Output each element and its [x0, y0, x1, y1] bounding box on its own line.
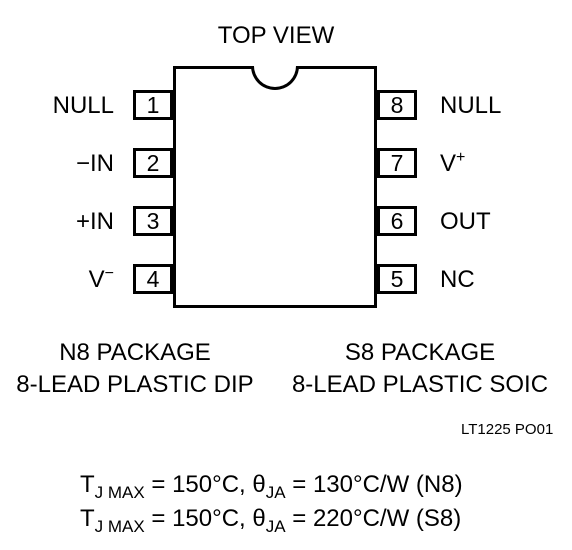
pin-5-box: 5: [377, 264, 417, 294]
pin-4-number: 4: [146, 265, 160, 292]
view-title: TOP VIEW: [217, 22, 335, 49]
pin-7-label-sup: +: [456, 149, 466, 166]
pin-7-number: 7: [390, 149, 404, 176]
thermal-n8-t-sub: J MAX: [94, 483, 145, 502]
s8-package-title: S8 PACKAGE: [344, 339, 496, 366]
thermal-n8-value: = 130°C/W (N8): [285, 471, 463, 498]
pin-3-label: +IN: [75, 208, 114, 235]
thermal-spec-s8: TJ MAX = 150°C, θJA = 220°C/W (S8): [80, 505, 462, 536]
thermal-s8-temp: = 150°C,: [144, 505, 253, 532]
pin-3-box: 3: [133, 206, 173, 236]
pin-2-label: −IN: [75, 150, 114, 177]
pin-4-label-sup: −: [104, 265, 114, 282]
thermal-n8-theta: θ: [252, 471, 266, 498]
n8-package-title: N8 PACKAGE: [59, 339, 211, 366]
pin-8-box: 8: [377, 90, 417, 120]
pin-7-label-text: V: [440, 150, 457, 177]
thermal-n8-theta-sub: JA: [265, 483, 286, 502]
s8-package-desc: 8-LEAD PLASTIC SOIC: [291, 371, 549, 398]
ic-package-body: [173, 66, 377, 308]
thermal-s8-value: = 220°C/W (S8): [285, 505, 462, 532]
pin-4-label: V−: [20, 265, 114, 293]
pin-6-label: OUT: [440, 208, 491, 235]
pin-4-label-text: V: [88, 266, 105, 293]
pin-6-box: 6: [377, 206, 417, 236]
pin-1-box: 1: [133, 90, 173, 120]
thermal-s8-t: T: [80, 505, 95, 532]
thermal-spec-n8: TJ MAX = 150°C, θJA = 130°C/W (N8): [80, 471, 463, 502]
thermal-n8-temp: = 150°C,: [144, 471, 253, 498]
thermal-s8-t-sub: J MAX: [94, 517, 145, 536]
thermal-s8-theta: θ: [252, 505, 266, 532]
n8-package-desc: 8-LEAD PLASTIC DIP: [16, 371, 254, 398]
pin-5-label: NC: [440, 266, 475, 293]
pin-7-box: 7: [377, 148, 417, 178]
pin-1-label: NULL: [52, 92, 114, 119]
figure-id: LT1225 PO01: [461, 421, 554, 438]
pin-8-number: 8: [390, 91, 404, 118]
pin-3-number: 3: [146, 207, 160, 234]
pin-1-number: 1: [146, 91, 160, 118]
pin-6-number: 6: [390, 207, 404, 234]
pin-2-number: 2: [146, 149, 160, 176]
pin-8-label: NULL: [440, 92, 502, 119]
pin-7-label: V+: [440, 149, 466, 177]
pin-5-number: 5: [390, 265, 404, 292]
pin-4-box: 4: [133, 264, 173, 294]
thermal-s8-theta-sub: JA: [265, 517, 286, 536]
pin-2-box: 2: [133, 148, 173, 178]
thermal-n8-t: T: [80, 471, 95, 498]
